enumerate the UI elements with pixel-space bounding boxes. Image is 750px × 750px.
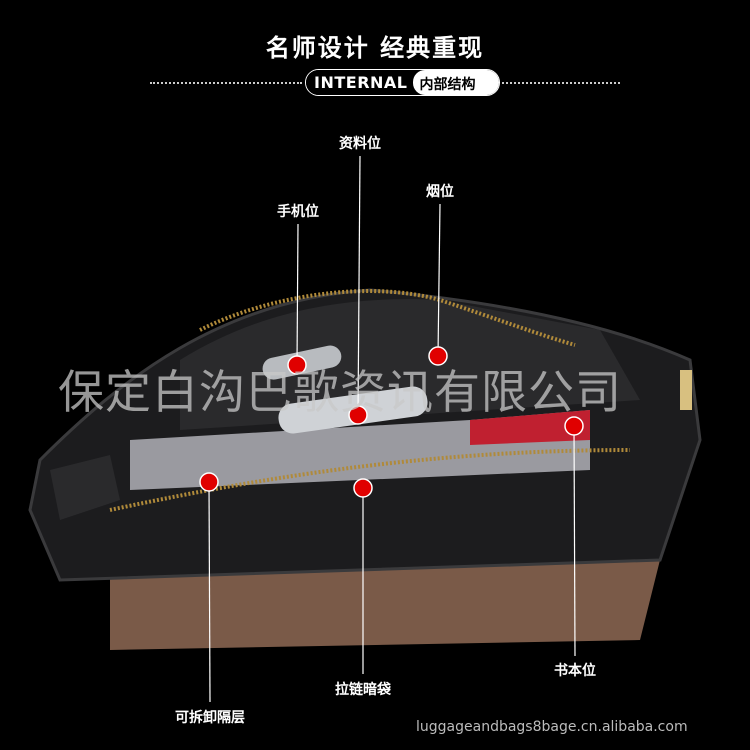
leader-line-book	[573, 425, 576, 657]
book-cover	[470, 410, 590, 445]
label-phone-slot: 手机位	[277, 204, 319, 220]
hotspot-divider	[199, 472, 219, 492]
leader-line-document	[357, 155, 361, 416]
dotted-divider-right	[502, 82, 620, 84]
hotspot-phone	[287, 355, 307, 375]
dotted-divider-left	[150, 82, 302, 84]
badge-en: INTERNAL	[306, 70, 414, 95]
watermark: 保定白沟巴歌资讯有限公司	[58, 365, 622, 419]
hotspot-zipper	[353, 478, 373, 498]
page-title: 名师设计 经典重现	[265, 34, 485, 62]
label-removable-divider: 可拆卸隔层	[175, 710, 245, 726]
leader-line-phone	[296, 223, 299, 366]
hotspot-book	[564, 416, 584, 436]
label-zipper-pocket: 拉链暗袋	[335, 682, 391, 698]
hotspot-cigarette	[428, 346, 448, 366]
label-cigarette-slot: 烟位	[426, 184, 454, 200]
zipper-pull	[50, 455, 120, 520]
badge-cn: 内部结构	[413, 70, 499, 95]
label-document-slot: 资料位	[339, 136, 381, 152]
site-url: luggageandbags8bage.cn.alibaba.com	[416, 719, 688, 735]
leader-line-cigarette	[437, 203, 441, 357]
hotspot-document	[348, 405, 368, 425]
zipper-top	[199, 289, 576, 347]
buckle	[680, 370, 692, 410]
inner-pocket-back	[180, 299, 640, 430]
leader-line-divider	[208, 481, 211, 703]
zipper-bottom	[109, 448, 631, 512]
section-badge: INTERNAL 内部结构	[305, 69, 500, 96]
label-book-slot: 书本位	[554, 663, 596, 679]
